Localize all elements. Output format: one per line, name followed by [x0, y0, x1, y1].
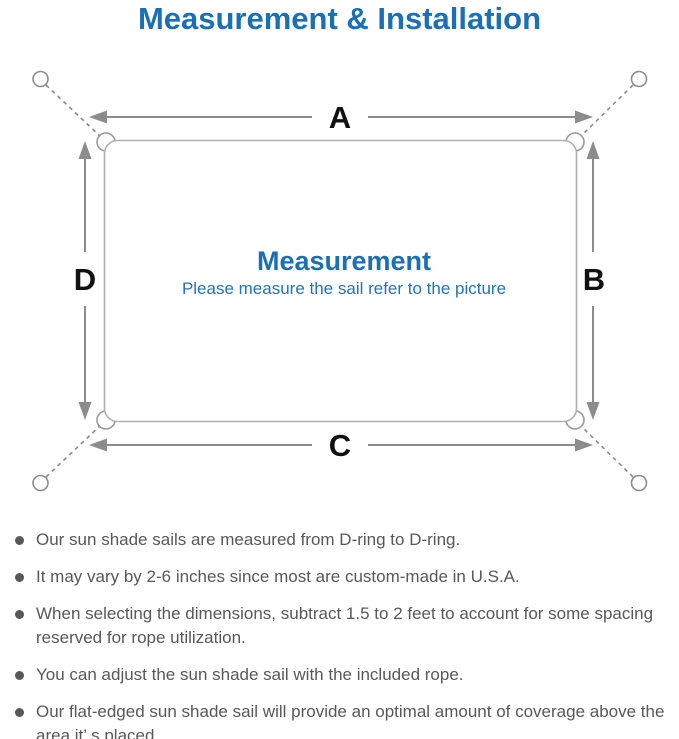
note-text: Our flat-edged sun shade sail will provi…	[36, 702, 665, 739]
list-item: You can adjust the sun shade sail with t…	[10, 663, 670, 687]
bullet-icon	[15, 671, 24, 680]
notes-list: Our sun shade sails are measured from D-…	[10, 528, 670, 739]
dimension-line-c: C	[89, 428, 593, 463]
anchor-point-top-right	[630, 70, 648, 88]
list-item: It may vary by 2-6 inches since most are…	[10, 565, 670, 589]
list-item: Our flat-edged sun shade sail will provi…	[10, 700, 670, 739]
dimension-label-c: C	[329, 428, 351, 463]
dimension-line-d: D	[74, 141, 96, 420]
page-title: Measurement & Installation	[137, 1, 542, 36]
anchor-point-bottom-right	[630, 474, 648, 492]
note-text: When selecting the dimensions, subtract …	[36, 604, 654, 647]
bullet-icon	[15, 708, 24, 717]
bullet-icon	[15, 573, 24, 582]
list-item: Our sun shade sails are measured from D-…	[10, 528, 670, 552]
bullet-icon	[15, 536, 24, 545]
dimension-line-a: A	[89, 100, 593, 135]
anchor-point-bottom-left	[32, 474, 49, 492]
rope-line-bottom-right	[578, 423, 634, 478]
rope-line-bottom-left	[45, 423, 103, 478]
diagram-center-subtitle: Please measure the sail refer to the pic…	[182, 279, 506, 298]
anchor-point-top-left	[32, 70, 49, 88]
note-text: You can adjust the sun shade sail with t…	[36, 665, 464, 684]
dimension-line-b: B	[583, 141, 605, 420]
sail-outline	[103, 139, 578, 423]
list-item: When selecting the dimensions, subtract …	[10, 602, 670, 650]
dimension-label-d: D	[74, 262, 96, 297]
dimension-label-a: A	[329, 100, 351, 135]
note-text: It may vary by 2-6 inches since most are…	[36, 567, 520, 586]
note-text: Our sun shade sails are measured from D-…	[36, 530, 461, 549]
diagram-center-title: Measurement	[257, 246, 431, 276]
rope-line-top-left	[45, 84, 103, 139]
dimension-label-b: B	[583, 262, 605, 297]
bullet-icon	[15, 610, 24, 619]
sail-measurement-diagram: A C D B Measurement Please meas	[32, 70, 648, 492]
rope-line-top-right	[578, 84, 634, 139]
